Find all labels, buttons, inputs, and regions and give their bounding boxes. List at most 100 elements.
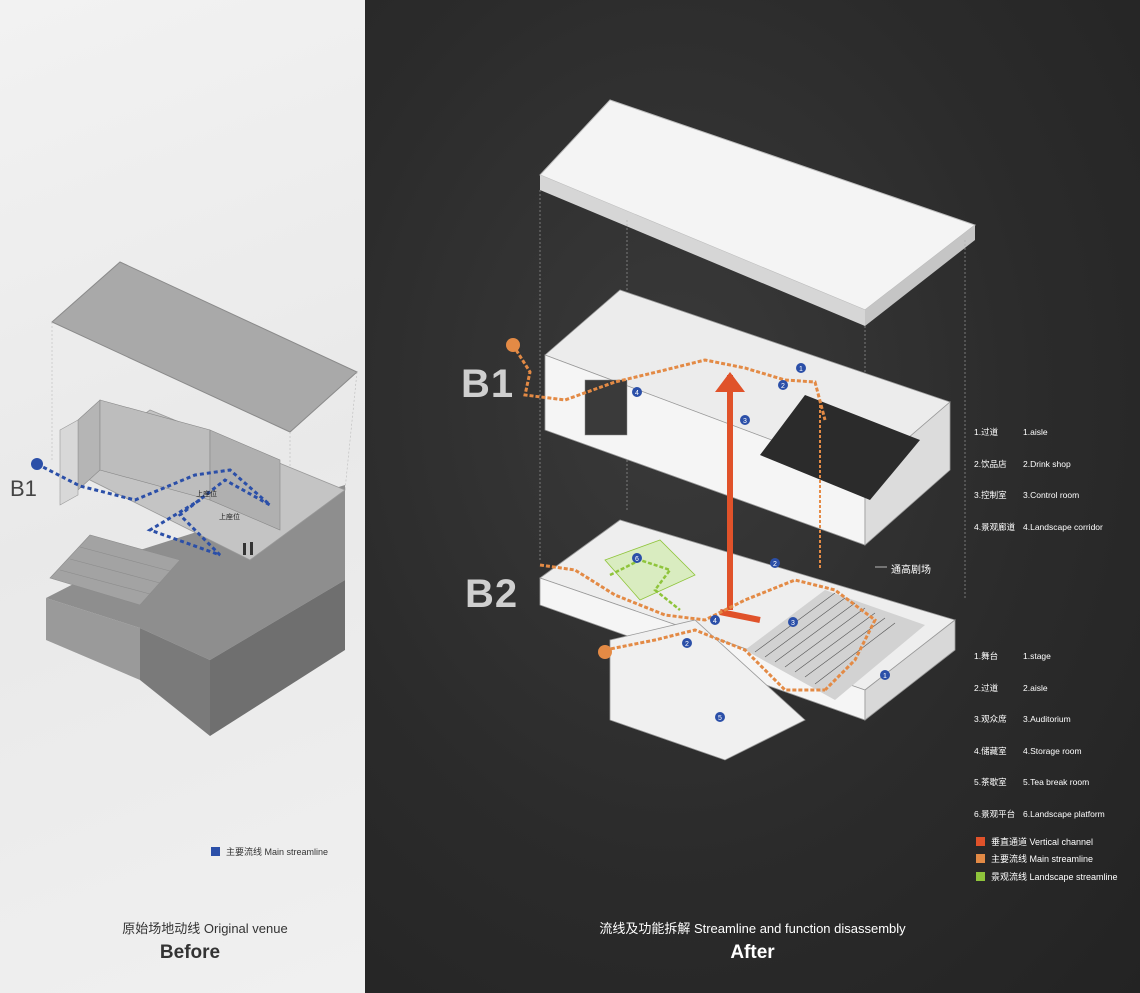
b2-streamline-start [598,645,612,659]
b2-marker-text: 2 [773,561,777,568]
left-legend: 主要流线 Main streamline [211,845,328,858]
guide-line [344,371,358,491]
tea-break-room [609,619,806,761]
original-block-left [46,598,140,680]
original-venue-diagram [31,261,358,736]
list-item: 4.Storage room [1023,745,1082,756]
b2-marker-text: 6 [635,556,639,563]
roof-edge [865,225,975,326]
b2-marker-text: 2 [685,641,689,648]
legend-swatch [976,872,985,881]
legend-vertical-channel: 垂直通道 Vertical channel [976,835,1093,848]
legend-swatch [976,854,985,863]
person-figure [243,543,246,555]
original-stairs [49,534,181,606]
b2-marker-text: 1 [883,673,887,680]
b2-marker [880,670,890,680]
original-block-front [140,628,210,736]
vertical-channel-arrow [715,372,745,392]
landscape-platform [604,539,696,601]
stair-line [79,546,171,572]
original-main-streamline [36,462,271,557]
b1-marker-text: 4 [635,390,639,397]
list-item: 4.景观廊道 [974,521,1016,532]
legend-label: 景观流线 Landscape streamline [991,872,1118,882]
b2-marker-text: 5 [718,715,722,722]
b2-marker [632,553,642,563]
left-level-label: B1 [10,476,37,501]
list-item: 1.aisle [1023,427,1048,437]
list-item: 1.过道 [974,427,999,437]
b1-marker-text: 2 [781,383,785,390]
b1-main-streamline [511,344,827,421]
legend-swatch [211,847,220,856]
list-item: 6.Landscape platform [1023,808,1105,819]
auditorium-seating [745,590,925,700]
b2-function-list-en: 1.stage 2.aisle 3.Auditorium 4.Storage r… [1023,630,1105,840]
b2-marker [715,712,725,722]
before-caption-title: 原始场地动线 Original venue [122,921,288,936]
seat-label: 上座位 [219,514,240,521]
legend-swatch [976,837,985,846]
b1-marker [778,380,788,390]
b2-marker [682,638,692,648]
list-item: 2.饮品店 [974,458,1007,469]
legend-label: 垂直通道 Vertical channel [991,837,1094,847]
original-glazing [59,419,79,506]
b1-function-list-en: 1.aisle 2.Drink shop 3.Control room 4.La… [1023,406,1103,553]
list-item: 3.Control room [1023,490,1080,500]
b1-glazing [584,379,628,436]
b1-side-wall [864,401,951,546]
exploded-axonometric-diagram: 1 2 3 4 1 2 2 3 4 5 6 [506,99,977,761]
b1-marker-text: 1 [799,366,803,373]
b2-marker-text: 4 [713,618,717,625]
legend-label: 主要流线 Main streamline [226,847,329,857]
b2-main-streamline [539,563,877,692]
b2-markers [632,553,890,722]
b2-marker-text: 3 [791,620,795,627]
before-caption: Before [159,942,221,963]
b1-double-height-void [760,395,920,500]
list-item: 3.控制室 [974,490,1007,500]
after-panel: 1 2 3 4 1 2 2 3 4 5 6 B1 B2 1.过道 2.饮品店 3… [365,0,1140,993]
b1-level-label: B1 [461,362,515,406]
b1-markers [632,363,806,425]
b2-main-streamline-lower [604,628,825,692]
roof-edge [540,175,865,326]
list-item: 5.茶歇室 [974,777,1007,787]
list-item: 2.过道 [974,682,999,693]
b2-marker [710,615,720,625]
seat-label: 上座位 [196,491,217,498]
vertical-channel [727,375,733,610]
list-item: 1.舞台 [974,651,999,661]
b2-marker [788,617,798,627]
b2-level-label: B2 [465,572,519,616]
after-caption-title: 流线及功能拆解 Streamline and function disassem… [599,921,906,936]
legend-main-streamline: 主要流线 Main streamline [976,852,1093,865]
before-panel: B1 上座位 上座位 主要流线 Main streamline 原始场地动线 O… [0,0,365,993]
list-item: 2.aisle [1023,682,1048,693]
stair-line [59,569,151,595]
list-item: 1.stage [1023,651,1051,661]
b2-side-wall [864,619,956,721]
b2-function-list-cn: 1.舞台 2.过道 3.观众席 4.储藏室 5.茶歇室 6.景观平台 [974,630,1015,840]
b1-marker [740,415,750,425]
list-item: 3.Auditorium [1023,714,1071,724]
stair-line [69,558,161,584]
legend-landscape-streamline: 景观流线 Landscape streamline [976,870,1118,883]
legend-label: 主要流线 Main streamline [991,854,1094,864]
list-item: 6.景观平台 [974,808,1016,819]
b1-function-list-cn: 1.过道 2.饮品店 3.控制室 4.景观廊道 [974,406,1015,553]
list-item: 3.观众席 [974,714,1007,724]
list-item: 4.储藏室 [974,745,1007,756]
list-item: 5.Tea break room [1023,777,1090,787]
list-item: 4.Landscape corridor [1023,521,1103,532]
original-block-right [210,580,345,736]
after-caption: After [730,942,775,963]
double-height-label: 通高剧场 [891,565,931,576]
streamline-start-dot [31,458,43,470]
b1-marker-text: 3 [743,418,747,425]
list-item: 2.Drink shop [1023,458,1071,469]
b1-marker [796,363,806,373]
vertical-channel-base [719,609,761,623]
